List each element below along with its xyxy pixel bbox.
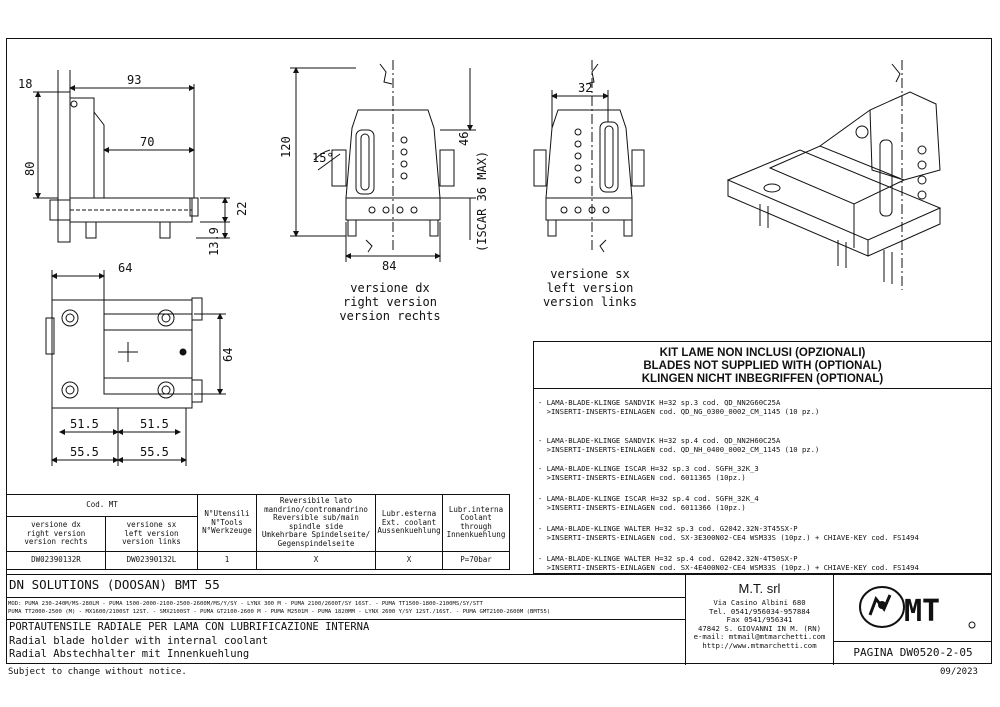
code-dx: DW02390132R <box>6 550 106 571</box>
dim-120: 120 <box>279 136 293 158</box>
company-email: e-mail: mtmail@mtmarchetti.com <box>693 632 826 642</box>
dim-51-5-right: 51.5 <box>140 417 169 431</box>
dim-64-side: 64 <box>221 348 235 362</box>
dim-18: 18 <box>18 77 32 91</box>
int-coolant-value: P=70bar <box>442 550 510 571</box>
description-de: Radial Abstechhalter mit Innenkuehlung <box>9 648 250 660</box>
kit-title: KIT LAME NON INCLUSI (OPZIONALI) BLADES … <box>641 347 884 385</box>
dim-22: 22 <box>235 202 249 216</box>
version-dx-it: versione dx <box>350 281 429 295</box>
company-fax: Fax 0541/956341 <box>726 615 793 625</box>
dim-84: 84 <box>382 259 396 273</box>
front-view-left <box>533 60 645 253</box>
page-number: PAGINA DW0520-2-05 <box>853 646 973 659</box>
description: PORTAUTENSILE RADIALE PER LAMA CON LUBRI… <box>9 621 369 662</box>
mt-logo: MT <box>848 581 978 633</box>
company-tel: Tel. 0541/956034-957884 <box>708 606 811 616</box>
dim-80: 80 <box>23 162 37 176</box>
footer-date: 09/2023 <box>940 667 978 677</box>
company-web: http://www.mtmarchetti.com <box>702 640 817 650</box>
machine-models-2: PUMA TT2000-2500 (M) - MX1600/2100ST 12S… <box>8 609 551 615</box>
version-sx-it: versione sx <box>550 267 629 281</box>
dim-55-5-right: 55.5 <box>140 445 169 459</box>
version-sx-en: left version <box>547 281 634 295</box>
dim-93: 93 <box>127 73 141 87</box>
blade-list: - LAMA-BLADE-KLINGE SANDVIK H=32 sp.3 co… <box>538 398 919 574</box>
dim-iscar: (ISCAR 36 MAX) <box>475 151 489 252</box>
blade-item: - LAMA-BLADE-KLINGE ISCAR H=32 sp.4 cod.… <box>538 494 759 512</box>
machine-title: DN SOLUTIONS (DOOSAN) BMT 55 <box>9 577 220 592</box>
dim-15deg: 15° <box>312 151 334 165</box>
ext-coolant-value: X <box>375 550 443 571</box>
mt-logo-icon: MT <box>859 586 976 629</box>
company-city: 47842 S. GIOVANNI IN M. (RN) <box>697 623 821 633</box>
blade-item: - LAMA-BLADE-KLINGE ISCAR H=32 sp.3 cod.… <box>538 464 759 482</box>
table-row: DW02390132R DW02390132L 1 X X P=70bar <box>6 550 510 571</box>
tools-count: 1 <box>197 550 257 571</box>
machine-models-1: MOD: PUMA 230-240M/MS-280LM - PUMA 1500-… <box>8 601 483 607</box>
dim-13-9: 13.9 <box>207 227 221 256</box>
blade-item: - LAMA-BLADE-KLINGE SANDVIK H=32 sp.4 co… <box>538 436 820 454</box>
side-view <box>33 70 230 243</box>
code-sx: DW02390132L <box>104 550 199 571</box>
company-name: M.T. srl <box>738 581 781 596</box>
dim-55-5-left: 55.5 <box>70 445 99 459</box>
dim-51-5-left: 51.5 <box>70 417 99 431</box>
dim-70: 70 <box>140 135 154 149</box>
kit-box: KIT LAME NON INCLUSI (OPZIONALI) BLADES … <box>533 341 992 574</box>
logo-text: MT <box>904 594 940 629</box>
version-sx-de: version links <box>543 295 637 309</box>
dim-64-top: 64 <box>118 261 132 275</box>
blade-item: - LAMA-BLADE-KLINGE SANDVIK H=32 sp.3 co… <box>538 398 820 416</box>
reversible-value: X <box>256 550 376 571</box>
top-view <box>45 270 226 466</box>
dim-32: 32 <box>578 81 592 95</box>
title-block: DN SOLUTIONS (DOOSAN) BMT 55 MOD: PUMA 2… <box>6 574 992 665</box>
description-en: Radial blade holder with internal coolan… <box>9 634 269 647</box>
front-view-right <box>290 60 476 262</box>
machine-block: DN SOLUTIONS (DOOSAN) BMT 55 MOD: PUMA 2… <box>6 575 686 665</box>
description-it: PORTAUTENSILE RADIALE PER LAMA CON LUBRI… <box>9 621 370 633</box>
dim-46: 46 <box>457 132 471 146</box>
isometric-view <box>726 60 942 290</box>
version-dx-de: version rechts <box>339 309 440 323</box>
version-dx-en: right version <box>343 295 437 309</box>
footer-note: Subject to change without notice. <box>8 667 187 677</box>
company-block: M.T. srl Via Casino Albini 680 Tel. 0541… <box>686 575 834 665</box>
logo-block: MT PAGINA DW0520-2-05 <box>834 575 992 665</box>
blade-item: - LAMA-BLADE-KLINGE WALTER H=32 sp.3 cod… <box>538 524 919 542</box>
company-address: Via Casino Albini 680 <box>713 598 806 607</box>
blade-item: - LAMA-BLADE-KLINGE WALTER H=32 sp.4 cod… <box>538 554 919 572</box>
cod-mt-header: Cod. MT <box>6 493 198 518</box>
